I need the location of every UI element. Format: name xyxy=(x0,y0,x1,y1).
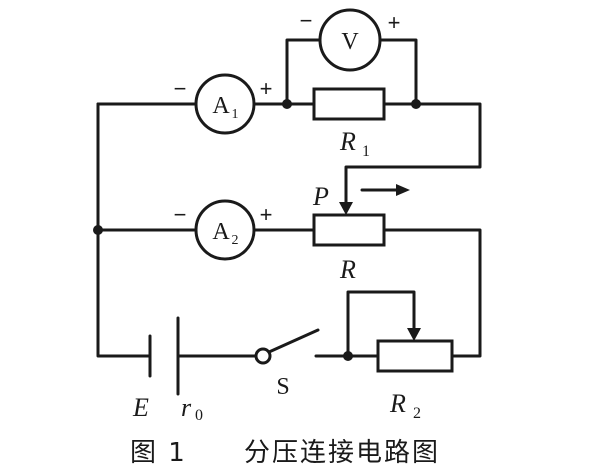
battery-emf-label: E xyxy=(132,393,149,422)
ammeter-2-minus: − xyxy=(174,202,187,227)
resistor-1-index: 1 xyxy=(362,143,370,160)
caption-text: 分压连接电路图 xyxy=(244,438,440,468)
ammeter-1: A 1 − + xyxy=(174,73,273,135)
switch-pivot xyxy=(254,347,272,365)
wire-voltmeter-right xyxy=(378,38,418,106)
ammeter-1-minus: − xyxy=(174,76,187,101)
ammeter-2: A 2 − + xyxy=(174,199,273,261)
wire-rheostat-right xyxy=(382,228,482,358)
voltmeter-plus: + xyxy=(388,10,401,35)
ammeter-1-circle xyxy=(194,73,256,135)
ammeter-2-plus: + xyxy=(260,202,273,227)
voltmeter-minus: − xyxy=(300,8,313,33)
switch-lever xyxy=(267,328,320,354)
resistor-2-index: 2 xyxy=(413,405,421,422)
ammeter-1-index: 1 xyxy=(232,107,239,122)
switch-label: S xyxy=(276,374,289,400)
resistor-2-letter: R xyxy=(389,389,406,418)
switch: S xyxy=(254,328,320,400)
rheostat-body xyxy=(312,213,386,247)
junction-dot xyxy=(282,99,292,109)
battery-internal-r-index: 0 xyxy=(195,407,203,424)
slider-arrowhead xyxy=(339,202,353,215)
wire-voltmeter-left xyxy=(285,38,322,106)
caption-number: 图 1 xyxy=(130,438,187,468)
resistor-1-body xyxy=(312,87,386,121)
voltmeter: V − + xyxy=(300,8,401,72)
ammeter-1-plus: + xyxy=(260,76,273,101)
wire-left-vertical xyxy=(96,102,152,358)
slider-direction-arrow xyxy=(396,184,410,196)
junction-dot xyxy=(343,351,353,361)
battery: E r 0 xyxy=(132,316,203,424)
wire-r2-tap xyxy=(346,290,416,358)
resistor-1: R 1 xyxy=(312,87,386,160)
r2-slider-arrowhead xyxy=(407,328,421,341)
figure-caption: 图 1 分压连接电路图 xyxy=(130,438,440,468)
rheostat-label: R xyxy=(339,255,356,284)
junction-dot xyxy=(411,99,421,109)
ammeter-2-circle xyxy=(194,199,256,261)
battery-internal-r-letter: r xyxy=(181,393,192,422)
slider-label: P xyxy=(312,182,329,211)
resistor-1-letter: R xyxy=(339,127,356,156)
ammeter-1-letter: A xyxy=(212,93,230,119)
voltmeter-label: V xyxy=(341,29,359,55)
resistor-2-body xyxy=(376,339,454,373)
bottom-branch xyxy=(96,102,421,361)
ammeter-2-letter: A xyxy=(212,219,230,245)
top-branch xyxy=(96,38,482,209)
resistor-2: R 2 xyxy=(376,339,454,422)
wire-r1-to-slider xyxy=(344,102,482,209)
voltmeter-circle xyxy=(318,8,382,72)
rheostat: P R xyxy=(312,182,410,284)
ammeter-2-index: 2 xyxy=(232,233,239,248)
